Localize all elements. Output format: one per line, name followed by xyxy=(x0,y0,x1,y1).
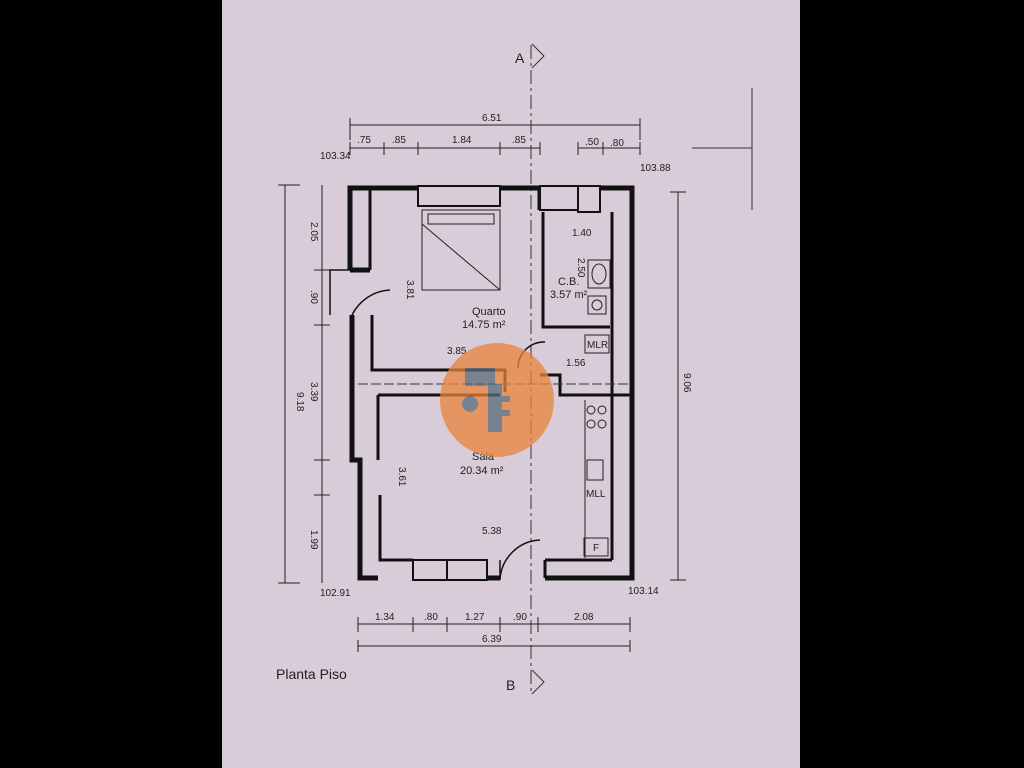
top-dim-2: .85 xyxy=(392,135,406,146)
top-dim-3: 1.84 xyxy=(452,135,472,146)
right-dimension-chain xyxy=(670,191,686,581)
top-dim-1: .75 xyxy=(357,135,371,146)
room-cb-depth: 1.56 xyxy=(566,358,586,369)
room-cb-height: 2.50 xyxy=(575,258,586,278)
top-dim-6: .80 xyxy=(610,138,624,149)
section-label-b: B xyxy=(506,677,515,693)
bottom-overall-dim: 6.39 xyxy=(482,634,502,645)
top-dim-5: .50 xyxy=(585,137,599,148)
top-dimension-chain xyxy=(349,118,641,155)
bathroom-fixtures xyxy=(584,259,611,354)
left-dim-3: 3.39 xyxy=(308,382,319,402)
bottom-dim-5: 2.08 xyxy=(574,612,594,623)
room-sala-height: 3.61 xyxy=(396,467,407,487)
bottom-dimension-chain xyxy=(357,617,631,652)
left-overall-dim: 9.18 xyxy=(294,392,305,412)
room-quarto-width: 3.85 xyxy=(447,346,467,357)
fixture-mlr: MLR xyxy=(587,340,608,351)
room-cb-name: C.B. xyxy=(558,276,579,288)
wall-openings xyxy=(412,185,601,581)
room-quarto-area: 14.75 m² xyxy=(462,319,506,331)
room-sala-width: 5.38 xyxy=(482,526,502,537)
fixture-f: F xyxy=(593,543,599,554)
section-label-a: A xyxy=(515,50,525,66)
bottom-dim-1: 1.34 xyxy=(375,612,395,623)
top-dim-4: .85 xyxy=(512,135,526,146)
level-top-right: 103.88 xyxy=(640,163,671,174)
left-dim-1: 2.05 xyxy=(308,222,319,242)
level-bottom-right: 103.14 xyxy=(628,586,659,597)
room-quarto-name: Quarto xyxy=(472,306,506,318)
room-quarto-height: 3.81 xyxy=(404,280,415,300)
bottom-dim-4: .90 xyxy=(513,612,527,623)
section-arrow-top xyxy=(531,43,545,69)
left-dim-2: .90 xyxy=(308,290,319,304)
left-dimension-chain xyxy=(278,184,330,584)
key-watermark-icon xyxy=(440,343,554,457)
drawing-title: Planta Piso xyxy=(276,666,347,682)
top-overall-dim: 6.51 xyxy=(482,113,502,124)
section-arrow-bottom xyxy=(531,669,545,695)
left-dim-4: 1.99 xyxy=(308,530,319,550)
level-top-left: 103.34 xyxy=(320,151,351,162)
room-sala-area: 20.34 m² xyxy=(460,465,504,477)
kitchen-counter xyxy=(583,400,609,558)
room-cb-width: 1.40 xyxy=(572,228,592,239)
level-bottom-left: 102.91 xyxy=(320,588,351,599)
fixture-mll: MLL xyxy=(586,489,606,500)
right-overall-dim: 9.06 xyxy=(681,373,692,393)
bed xyxy=(421,209,501,291)
bottom-dim-3: 1.27 xyxy=(465,612,485,623)
bottom-dim-2: .80 xyxy=(424,612,438,623)
room-cb-area: 3.57 m² xyxy=(550,289,588,301)
